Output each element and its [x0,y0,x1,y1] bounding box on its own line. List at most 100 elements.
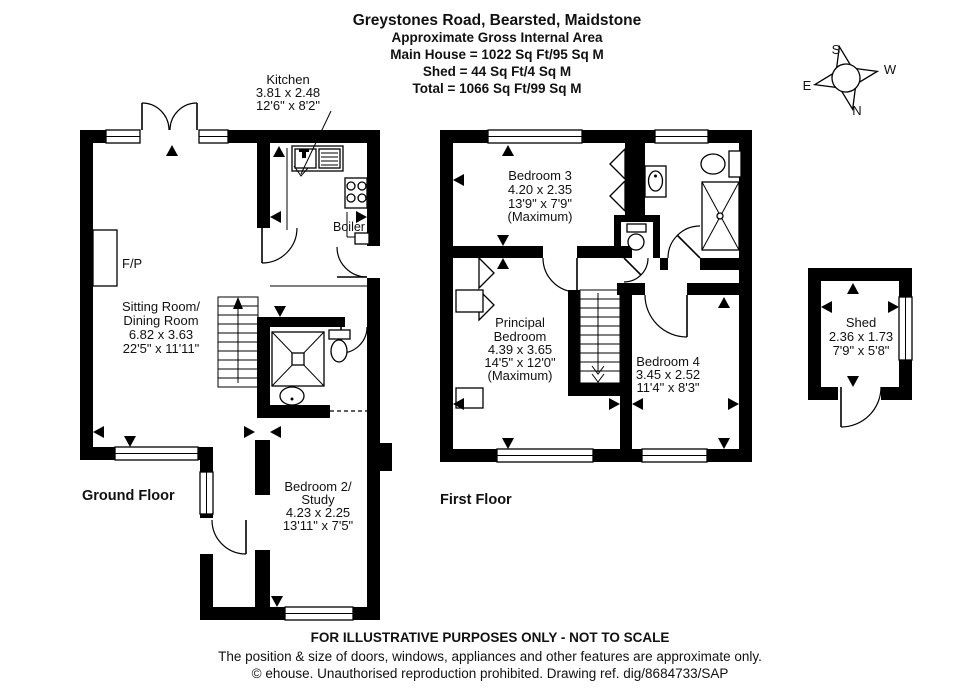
measure-arrow [270,426,281,438]
footer-disclaimer-title: FOR ILLUSTRATIVE PURPOSES ONLY - NOT TO … [311,630,670,645]
measure-arrow [847,376,859,387]
window [654,129,709,144]
sitting-room-label-name2: Dining Room [123,313,198,328]
bathroom-door [667,225,701,259]
stairs-down [579,289,621,384]
sitting-room-label-imperial: 22'5" x 11'11" [123,341,200,356]
principal-bedroom-label-metric: 4.39 x 3.65 [488,342,552,357]
first-floor-label: First Floor [440,492,512,508]
hob [344,177,368,209]
measure-arrow [453,174,464,186]
measure-arrow [497,235,509,246]
footer-disclaimer-text: The position & size of doors, windows, a… [218,649,762,664]
bedroom2-label-name2: Study [301,492,335,507]
compass-circle [831,63,861,93]
stairs-up [217,296,259,388]
measure-arrow [888,301,899,313]
bedroom3-label-imperial: 13'9" x 7'9" [508,196,572,211]
ground-floor-label: Ground Floor [82,488,175,504]
header-main-house-area: Main House = 1022 Sq Ft/95 Sq M [390,47,603,62]
measure-arrow [609,398,620,410]
header-subtitle: Approximate Gross Internal Area [391,30,603,45]
bedroom3-label-name: Bedroom 3 [508,168,572,183]
measure-arrow [273,146,285,157]
footer-copyright: © ehouse. Unauthorised reproduction proh… [252,666,729,681]
window [496,448,594,463]
bedroom2-label-imperial: 13'11" x 7'5" [283,518,354,533]
sitting-room-label-name1: Sitting Room/ [122,299,200,314]
measure-arrow [270,211,281,223]
shed-walls [808,268,912,400]
measure-arrow [847,283,859,294]
shed-door-opening [838,387,881,400]
bedroom3-label-note: (Maximum) [508,209,573,224]
french-door-opening [140,130,199,143]
measure-arrow [821,301,832,313]
measure-arrow [244,426,255,438]
basin [279,386,305,406]
fireplace [92,229,118,287]
compass-label-w: W [884,62,897,77]
bedroom2-label-name1: Bedroom 2/ [284,479,352,494]
shed-label-metric: 2.36 x 1.73 [829,329,893,344]
french-doors [141,102,198,131]
window [198,129,229,144]
bedroom4-door [644,294,688,338]
measure-arrow [728,398,739,410]
kitchen-door-opening [367,246,380,278]
measure-arrow [632,398,643,410]
fireplace-label: F/P [122,256,142,271]
compass-label-s: S [832,42,841,57]
header: Greystones Road, Bearsted, Maidstone App… [353,12,642,96]
shed-plan: Shed 2.36 x 1.73 7'9" x 5'8" [808,268,913,428]
window [898,296,913,361]
shed-label-imperial: 7'9" x 5'8" [833,343,890,358]
entrance-door-opening [200,518,213,554]
principal-bedroom-label-name1: Principal [495,315,545,330]
bedroom4-label-metric: 3.45 x 2.52 [636,367,700,382]
basin [644,165,667,198]
window [105,129,141,144]
principal-bedroom-label-name2: Bedroom [494,329,547,344]
wc-toilet [626,223,647,251]
measure-arrow [502,438,514,449]
measure-arrow [453,398,464,410]
wardrobe [609,147,626,213]
shower [271,331,325,387]
measure-arrow [497,258,509,269]
measure-arrow [356,211,367,223]
measure-arrow [124,436,136,447]
entrance-door [211,519,247,555]
boiler-unit [354,232,370,245]
window [284,606,354,621]
bedroom4-label-imperial: 11'4" x 8'3" [636,380,699,395]
kitchen-back-door [336,246,368,278]
compass-label-e: E [803,78,812,93]
page-title: Greystones Road, Bearsted, Maidstone [353,12,642,29]
principal-bedroom-label-note: (Maximum) [488,368,553,383]
first-floor-walls [440,130,752,462]
bedroom4-label-name: Bedroom 4 [636,354,700,369]
header-total-area: Total = 1066 Sq Ft/99 Sq M [413,81,582,96]
boiler-label: Boiler [333,220,365,234]
kitchen-leader-arrow [293,110,332,177]
measure-arrow [166,145,178,156]
bedroom2-label-metric: 4.23 x 2.25 [286,505,350,520]
toilet [700,150,742,178]
sitting-room-label-metric: 6.82 x 3.63 [129,327,193,342]
compass-rose: S W E N [803,42,897,118]
sitting-room-door [261,227,298,264]
compass-label-n: N [852,103,861,118]
bedroom3-label-metric: 4.20 x 2.35 [508,182,572,197]
window [641,448,708,463]
shed-label-name: Shed [846,315,876,330]
footer: FOR ILLUSTRATIVE PURPOSES ONLY - NOT TO … [218,630,762,681]
window [487,129,583,144]
measure-arrow [718,297,730,308]
shower [701,181,740,251]
first-floor-plan: Bedroom 3 4.20 x 2.35 13'9" x 7'9" (Maxi… [440,129,752,508]
window [114,446,199,461]
measure-arrow [502,145,514,156]
